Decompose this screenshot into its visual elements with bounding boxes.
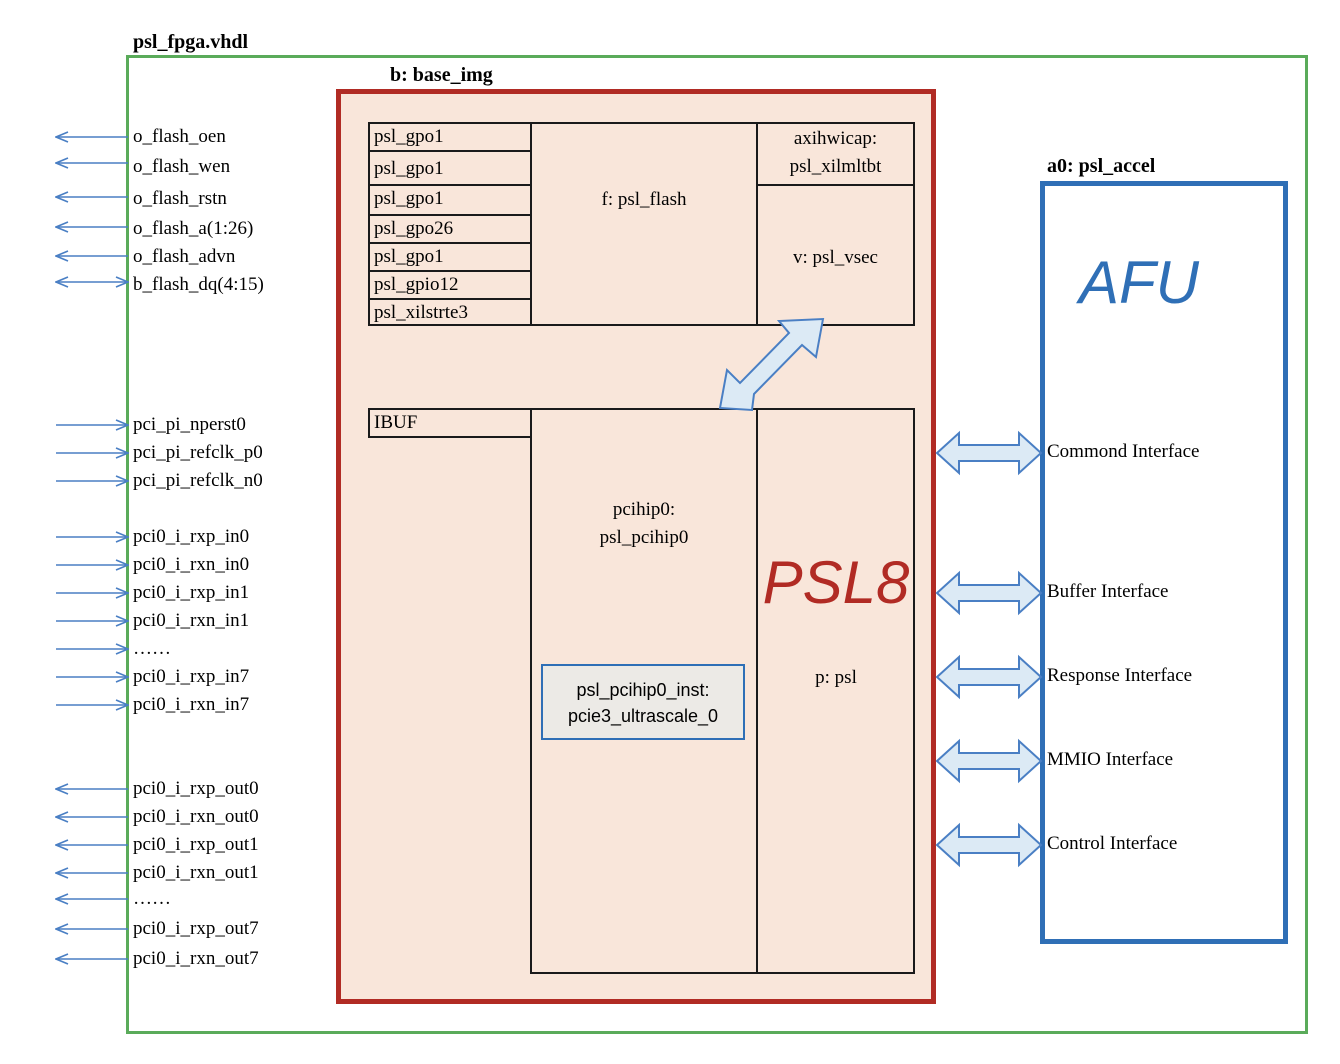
interface-label: MMIO Interface (1047, 749, 1174, 770)
pci-out-signal-label: pci0_i_rxp_out7 (133, 918, 259, 939)
pcihip-line1: pcihip0: (612, 499, 676, 520)
gpio-cell: psl_gpo1 (368, 184, 532, 214)
pci-in-signal-label: …… (133, 638, 171, 659)
afu-label: AFU (1079, 249, 1199, 316)
flash-signal-label: o_flash_wen (133, 156, 231, 177)
flash-block-label: f: psl_flash (601, 189, 687, 210)
pci-in-signal-label: pci_pi_nperst0 (133, 414, 246, 435)
interface-double-arrow-icon (935, 430, 1043, 476)
axihwicap-line2: psl_xilmltbt (789, 156, 882, 177)
pci-out-signal-label: pci0_i_rxn_out0 (133, 806, 259, 827)
flash-signal-label: o_flash_oen (133, 126, 226, 147)
pci-out-signal-label: pci0_i_rxn_out7 (133, 948, 259, 969)
flash-signal-label: b_flash_dq(4:15) (133, 274, 264, 295)
outer-title: psl_fpga.vhdl (133, 31, 249, 53)
gpio-cell: psl_xilstrte3 (368, 298, 532, 326)
pci-in-signal-label: pci0_i_rxn_in7 (133, 694, 250, 715)
axihwicap-line1: axihwicap: (793, 128, 878, 149)
interface-double-arrow-icon (935, 654, 1043, 700)
interface-double-arrow-icon (935, 570, 1043, 616)
base-title: b: base_img (390, 64, 493, 86)
interface-double-arrow-icon (935, 822, 1043, 868)
interface-label: Control Interface (1047, 833, 1178, 854)
interface-label: Buffer Interface (1047, 581, 1169, 602)
psl-block-label: p: psl (815, 667, 857, 688)
pci-in-signal-label: pci0_i_rxp_in7 (133, 666, 250, 687)
pcihip-line2: psl_pcihip0 (599, 527, 689, 548)
flash-signal-label: o_flash_advn (133, 246, 236, 267)
pci-out-signal-label: pci0_i_rxn_out1 (133, 862, 259, 883)
pci-out-signal-label: pci0_i_rxp_out0 (133, 778, 259, 799)
pcie-inst-line1: psl_pcihip0_inst: (576, 680, 710, 700)
psl-block (756, 408, 915, 974)
pci-in-signal-label: pci_pi_refclk_p0 (133, 442, 263, 463)
pcie-inst-block: psl_pcihip0_inst: pcie3_ultrascale_0 (541, 664, 745, 740)
flash-signal-label: o_flash_rstn (133, 188, 227, 209)
gpio-cell: psl_gpo26 (368, 214, 532, 242)
interface-double-arrow-icon (935, 738, 1043, 784)
vsec-block-label: v: psl_vsec (793, 247, 878, 268)
psl8-label: PSL8 (762, 549, 910, 616)
ibuf-block: IBUF (368, 408, 532, 438)
vsec-block: v: psl_vsec (756, 184, 915, 326)
pci-in-signal-label: pci0_i_rxp_in0 (133, 526, 250, 547)
afu-title: a0: psl_accel (1047, 155, 1156, 177)
pci-in-signal-label: pci0_i_rxn_in1 (133, 610, 250, 631)
pcie-inst-line2: pcie3_ultrascale_0 (567, 706, 719, 726)
interface-label: Commond Interface (1047, 441, 1200, 462)
pci-out-signal-label: …… (133, 888, 171, 909)
pci-in-signal-label: pci0_i_rxp_in1 (133, 582, 250, 603)
pci-out-signal-label: pci0_i_rxp_out1 (133, 834, 259, 855)
flash-block: f: psl_flash (530, 122, 758, 326)
pci-in-signal-label: pci_pi_refclk_n0 (133, 470, 263, 491)
pci-in-signal-label: pci0_i_rxn_in0 (133, 554, 250, 575)
interface-label: Response Interface (1047, 665, 1193, 686)
psl-fpga-frame (126, 55, 1308, 1034)
axihwicap-block: axihwicap: psl_xilmltbt (756, 122, 915, 186)
double-arrow-icon (718, 317, 825, 412)
gpio-cell: psl_gpo1 (368, 242, 532, 270)
afu-block (1040, 181, 1288, 944)
flash-signal-label: o_flash_a(1:26) (133, 218, 254, 239)
